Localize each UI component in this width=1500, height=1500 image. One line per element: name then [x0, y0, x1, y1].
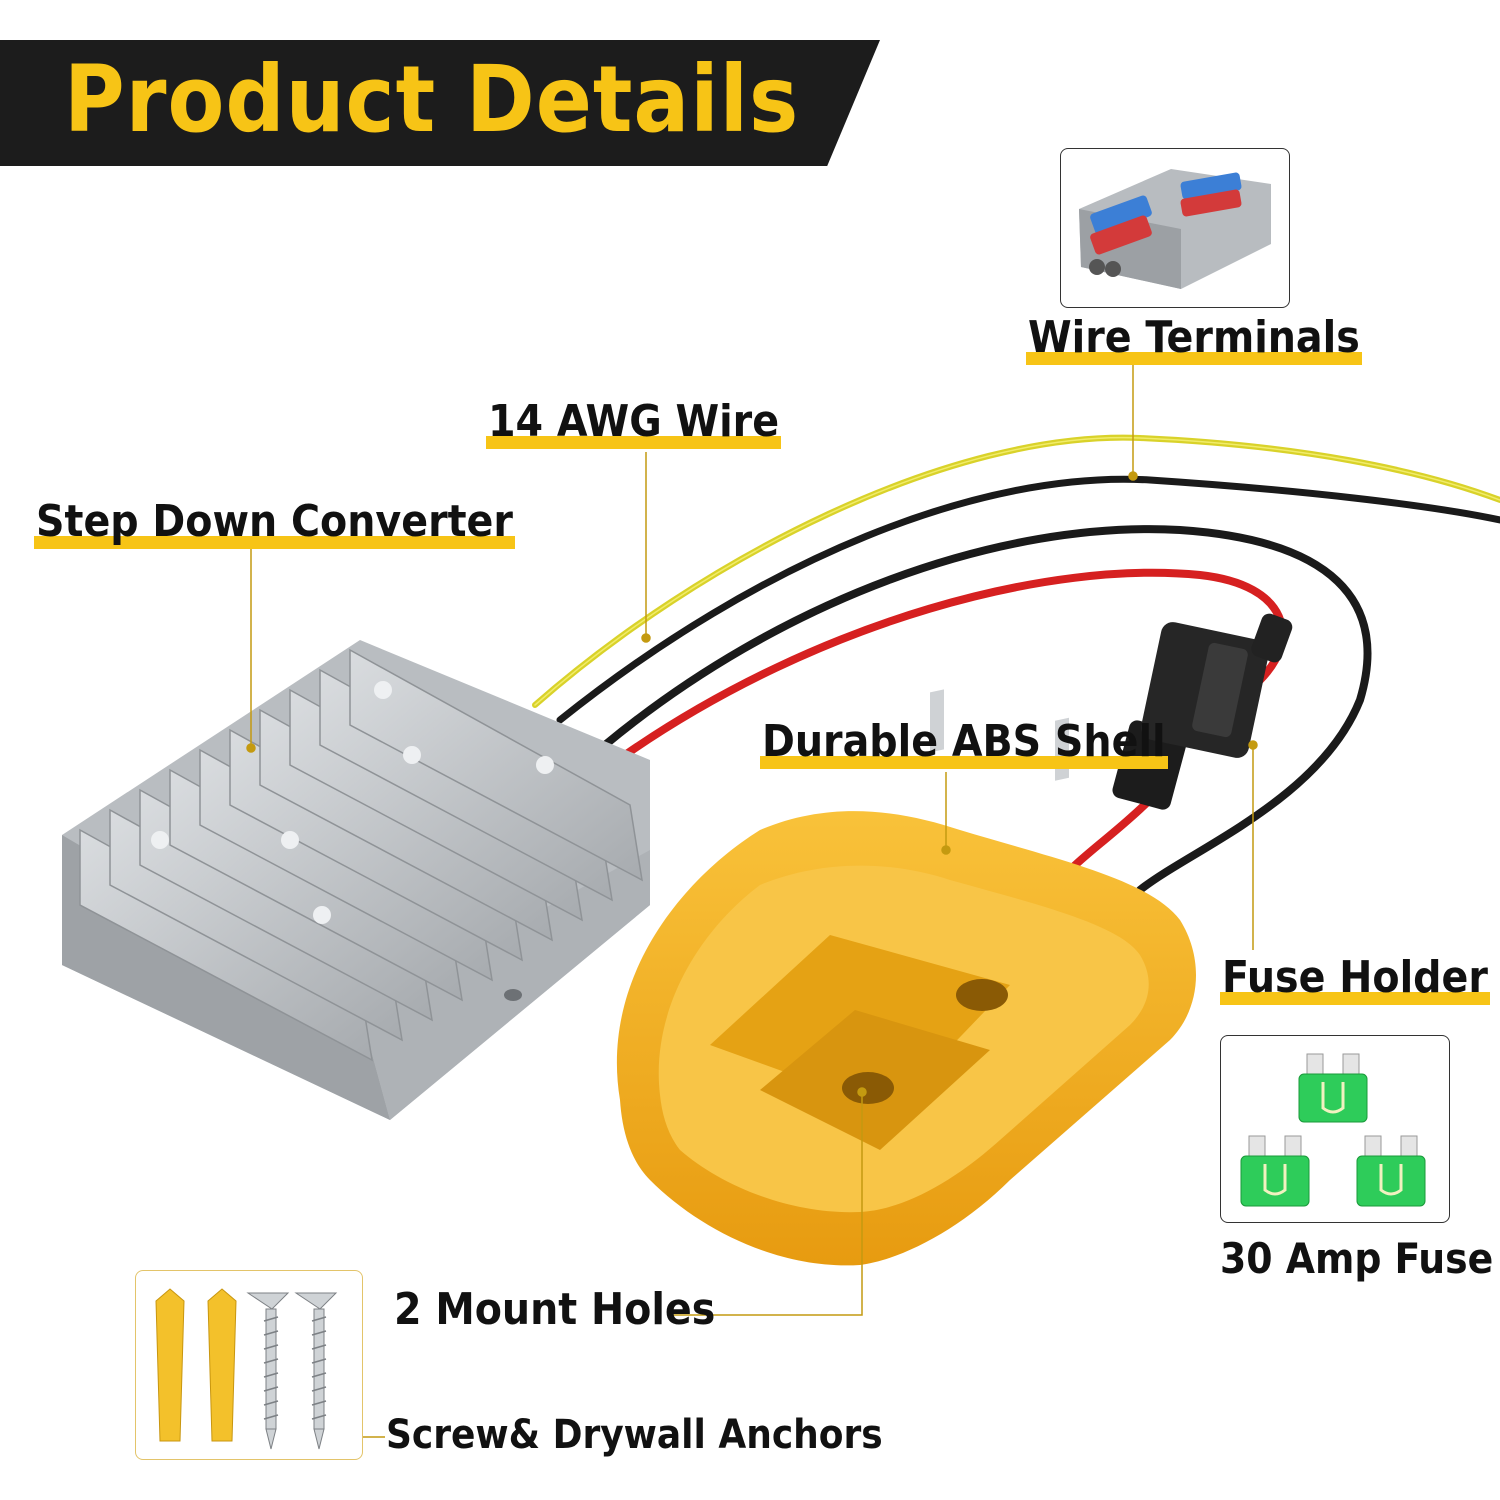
black-wire-top	[556, 475, 1500, 724]
label-abs-shell: Durable ABS Shell	[760, 716, 1168, 769]
wire-bundle	[532, 434, 1500, 894]
wire-terminal-icon	[1079, 169, 1271, 289]
leader-mount-holes	[672, 1092, 863, 1316]
fuse-icon	[1240, 1053, 1426, 1207]
label-hardware: Screw& Drywall Anchors	[386, 1412, 883, 1458]
fuse-inset	[1220, 1035, 1450, 1223]
yellow-wire	[532, 434, 1500, 708]
black-wire-lower	[601, 525, 1372, 894]
label-wire-terminals: Wire Terminals	[1026, 312, 1362, 365]
label-fuse-holder: Fuse Holder	[1220, 952, 1490, 1005]
label-mount-holes: 2 Mount Holes	[394, 1284, 716, 1335]
battery-adapter	[616, 689, 1197, 1266]
wire-terminals-inset	[1060, 148, 1290, 308]
label-awg-wire: 14 AWG Wire	[486, 396, 782, 449]
hardware-inset	[135, 1270, 363, 1460]
screw-anchor-icon	[155, 1288, 338, 1450]
step-down-converter	[62, 640, 650, 1120]
fuse-holder-body	[1112, 613, 1293, 810]
header-banner	[0, 40, 880, 166]
label-fuse: 30 Amp Fuse	[1220, 1234, 1494, 1283]
label-converter: Step Down Converter	[34, 496, 515, 549]
page-title: Product Details	[64, 46, 800, 153]
